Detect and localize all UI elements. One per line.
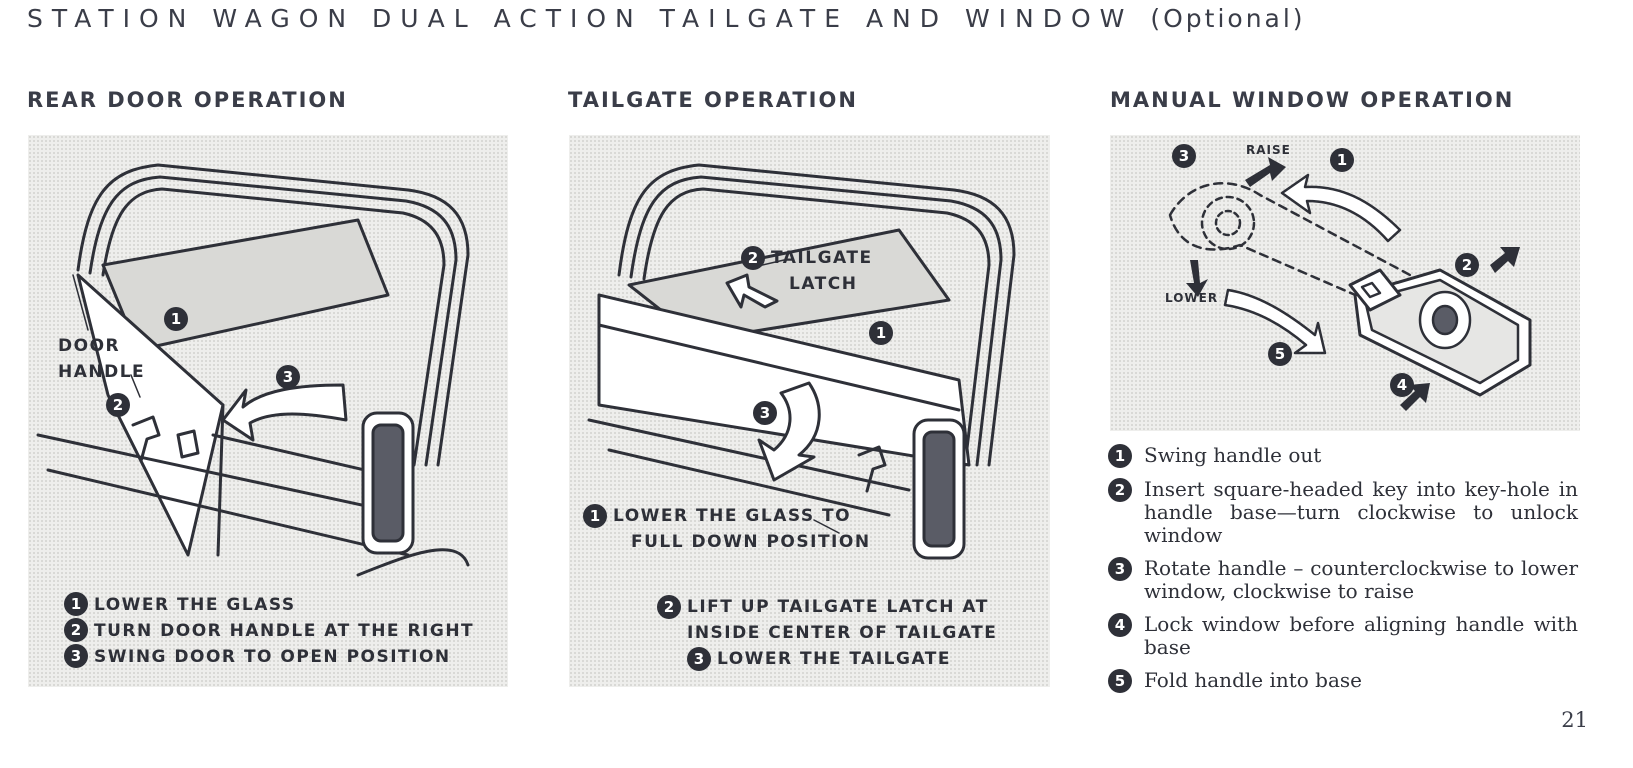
raise-label: RAISE — [1246, 143, 1291, 157]
manual-window-marker-4: 4 — [1390, 373, 1414, 397]
manual-window-step-text: Lock window before aligning handle with … — [1144, 612, 1578, 659]
tailgate-step-2-line2: INSIDE CENTER OF TAILGATE — [687, 623, 998, 643]
manual-window-step: 3 Rotate handle – counterclockwise to low… — [1108, 557, 1578, 603]
rear-door-step-number: 3 — [64, 644, 88, 668]
rear-door-step-text: SWING DOOR TO OPEN POSITION — [94, 647, 451, 667]
manual-window-step: 5 Fold handle into base — [1108, 669, 1578, 693]
door-handle-label: DOOR HANDLE — [58, 333, 145, 385]
manual-window-heading: MANUAL WINDOW OPERATION — [1110, 88, 1515, 112]
manual-window-step-number: 3 — [1108, 557, 1132, 581]
manual-window-step-number: 5 — [1108, 669, 1132, 693]
rear-door-step-number: 1 — [64, 592, 88, 616]
page-title-main: STATION WAGON DUAL ACTION TAILGATE AND W… — [27, 4, 1134, 33]
tailgate-step-2-number: 2 — [657, 595, 681, 619]
lower-label: LOWER — [1165, 291, 1219, 305]
page-title-optional: (Optional) — [1150, 4, 1306, 33]
tailgate-step-3-text: LOWER THE TAILGATE — [717, 649, 951, 669]
rear-door-step-text: LOWER THE GLASS — [94, 595, 296, 615]
manual-window-step: 2 Insert square-headed key into key-hole … — [1108, 478, 1578, 547]
rear-door-marker-2: 2 — [106, 393, 130, 417]
rear-door-marker-1: 1 — [164, 307, 188, 331]
manual-window-step-text: Swing handle out — [1144, 443, 1322, 467]
manual-window-step-number: 2 — [1108, 478, 1132, 502]
manual-window-illustration-panel: 3 1 2 5 4 RAISE LOWER — [1110, 135, 1580, 431]
tailgate-step-2-line1: LIFT UP TAILGATE LATCH AT — [687, 597, 989, 617]
manual-window-marker-3: 3 — [1172, 144, 1196, 168]
manual-window-step-number: 1 — [1108, 444, 1132, 468]
door-handle-label-line2: HANDLE — [58, 362, 146, 382]
manual-window-step-text: Insert square-headed key into key-hole i… — [1144, 477, 1578, 547]
manual-window-step-number: 4 — [1108, 613, 1132, 637]
tailgate-latch-line1: TAILGATE — [771, 248, 873, 268]
tailgate-latch-label: 2 TAILGATE LATCH — [741, 245, 873, 297]
rear-door-step-text: TURN DOOR HANDLE AT THE RIGHT — [94, 621, 475, 641]
rear-door-heading: REAR DOOR OPERATION — [27, 88, 348, 112]
door-handle-label-line1: DOOR — [58, 336, 121, 356]
manual-window-steps: 1 Swing handle out 2 Insert square-headed … — [1108, 444, 1578, 703]
manual-window-marker-5: 5 — [1268, 342, 1292, 366]
tailgate-step-1-line2: FULL DOWN POSITION — [631, 532, 871, 552]
rear-door-step-number: 2 — [64, 618, 88, 642]
tailgate-step-3-number: 3 — [687, 647, 711, 671]
manual-window-marker-2: 2 — [1455, 253, 1479, 277]
tailgate-step-1-number: 1 — [583, 504, 607, 528]
manual-window-step-text: Fold handle into base — [1144, 668, 1362, 692]
manual-window-illustration — [1168, 157, 1532, 411]
tailgate-illustration — [587, 163, 1016, 560]
tailgate-latch-line2: LATCH — [789, 274, 858, 294]
tailgate-step-2: 2 LIFT UP TAILGATE LATCH AT INSIDE CENTER… — [657, 594, 997, 672]
rear-door-marker-3: 3 — [276, 365, 300, 389]
tailgate-illustration-panel: 1 3 2 TAILGATE LATCH 1 LOWER THE GLASS TO … — [569, 135, 1050, 687]
tailgate-step-1-line1: LOWER THE GLASS TO — [613, 506, 852, 526]
tailgate-heading: TAILGATE OPERATION — [568, 88, 858, 112]
rear-door-steps: 1 LOWER THE GLASS 2 TURN DOOR HANDLE AT TH… — [64, 592, 474, 670]
page-number: 21 — [1561, 708, 1588, 732]
tailgate-latch-number: 2 — [741, 246, 765, 270]
rear-door-step: 2 TURN DOOR HANDLE AT THE RIGHT — [64, 618, 474, 644]
rear-door-step: 3 SWING DOOR TO OPEN POSITION — [64, 644, 474, 670]
manual-window-step: 1 Swing handle out — [1108, 444, 1578, 468]
tailgate-step-1: 1 LOWER THE GLASS TO FULL DOWN POSITION — [583, 503, 871, 555]
manual-window-step: 4 Lock window before aligning handle with… — [1108, 613, 1578, 659]
rear-door-step: 1 LOWER THE GLASS — [64, 592, 474, 618]
tailgate-marker-1: 1 — [869, 321, 893, 345]
manual-window-step-text: Rotate handle – counterclockwise to lowe… — [1144, 556, 1578, 603]
page-title: STATION WAGON DUAL ACTION TAILGATE AND W… — [27, 4, 1306, 33]
manual-window-marker-1: 1 — [1330, 148, 1354, 172]
tailgate-marker-3: 3 — [753, 401, 777, 425]
